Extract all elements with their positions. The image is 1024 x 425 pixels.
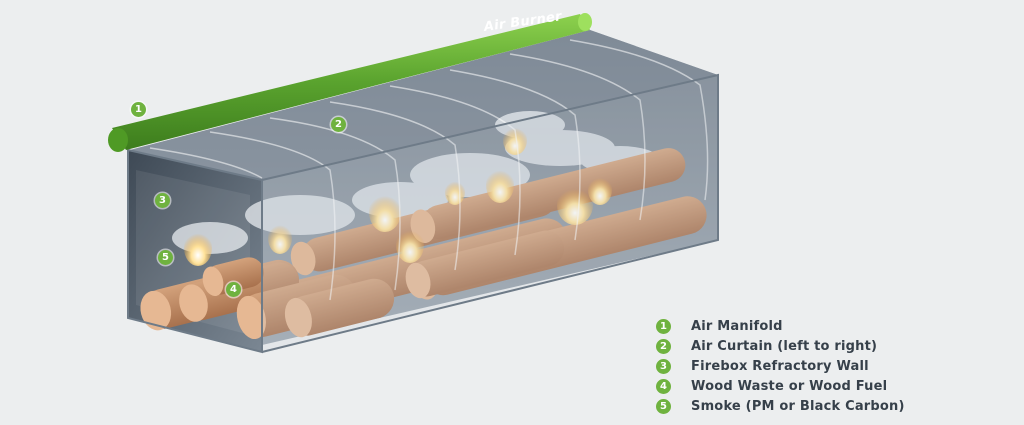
marker-air-curtain: 2: [331, 117, 346, 132]
wood-logs: [140, 148, 707, 340]
legend-item-air-curtain: 2 Air Curtain (left to right): [656, 338, 905, 355]
legend-item-air-manifold: 1 Air Manifold: [656, 318, 905, 335]
flame: [486, 167, 514, 203]
flame: [588, 175, 612, 205]
flame: [369, 192, 401, 232]
legend: 1 Air Manifold 2 Air Curtain (left to ri…: [656, 318, 905, 415]
legend-label: Firebox Refractory Wall: [691, 359, 869, 374]
marker-firebox-wall: 3: [155, 193, 170, 208]
marker-air-manifold: 1: [131, 102, 146, 117]
legend-item-smoke: 5 Smoke (PM or Black Carbon): [656, 398, 905, 415]
log: [405, 230, 565, 299]
flame: [184, 230, 212, 266]
legend-badge: 3: [656, 359, 671, 374]
flame: [557, 185, 593, 225]
legend-item-wood-fuel: 4 Wood Waste or Wood Fuel: [656, 378, 905, 395]
flame: [503, 125, 527, 155]
log: [202, 257, 264, 297]
air-manifold: [108, 13, 592, 152]
marker-wood-fuel: 4: [226, 282, 241, 297]
flame: [396, 227, 424, 263]
firebox-front-glass: [127, 73, 719, 354]
legend-label: Smoke (PM or Black Carbon): [691, 399, 905, 414]
legend-badge: 4: [656, 379, 671, 394]
legend-badge: 5: [656, 399, 671, 414]
legend-badge: 2: [656, 339, 671, 354]
flames: [184, 125, 612, 266]
air-curtain: [149, 39, 709, 301]
legend-label: Air Manifold: [691, 319, 783, 334]
legend-label: Air Curtain (left to right): [691, 339, 878, 354]
marker-smoke: 5: [158, 250, 173, 265]
legend-badge: 1: [656, 319, 671, 334]
legend-item-refractory-wall: 3 Firebox Refractory Wall: [656, 358, 905, 375]
log: [284, 278, 395, 338]
flame: [268, 222, 292, 254]
legend-label: Wood Waste or Wood Fuel: [691, 379, 888, 394]
